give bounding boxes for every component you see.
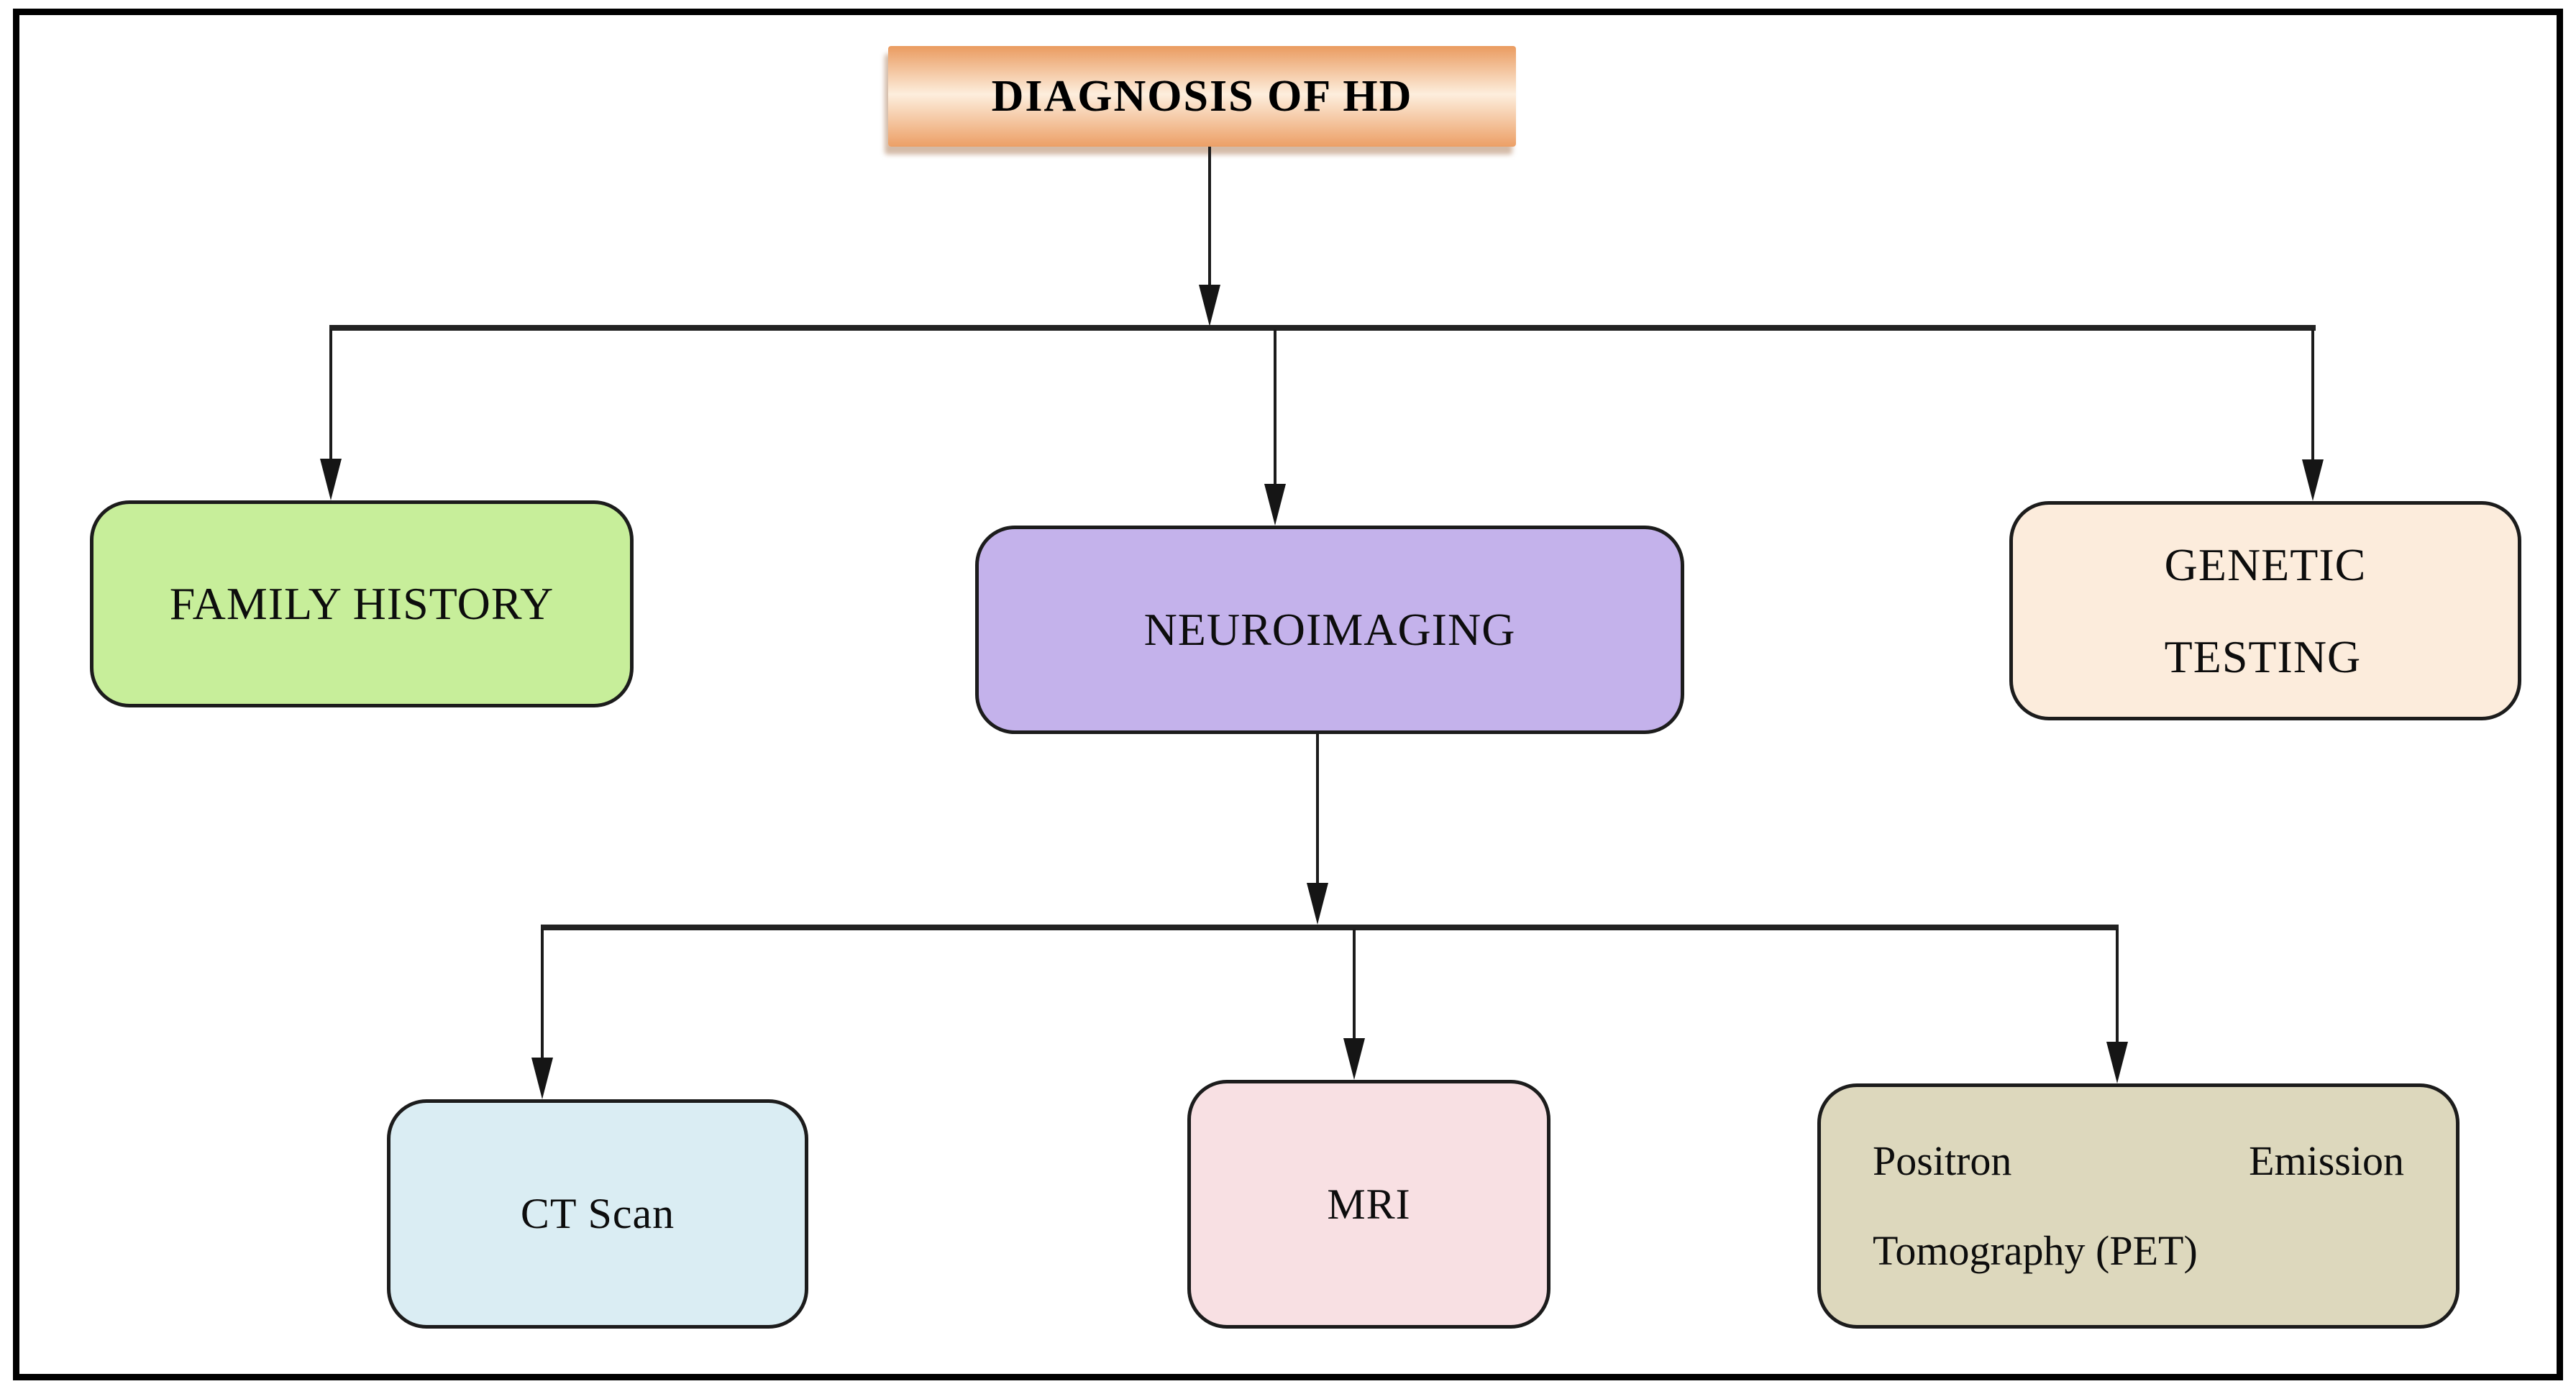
node-ct-scan: CT Scan xyxy=(387,1099,808,1329)
arrowhead-neuroimaging-icon xyxy=(1264,484,1286,526)
connector-to-mri xyxy=(1353,929,1356,1040)
node-neuroimaging: NEUROIMAGING xyxy=(975,526,1684,734)
connector-to-ct-scan xyxy=(541,929,544,1060)
connector-root-stem xyxy=(1208,147,1211,288)
node-mri: MRI xyxy=(1187,1080,1550,1329)
connector-to-family-history xyxy=(329,329,332,462)
genetic-testing-line2: TESTING xyxy=(2164,631,2362,682)
arrowhead-genetic-testing-icon xyxy=(2302,459,2324,501)
pet-label-line2: Tomography (PET) xyxy=(1873,1227,2198,1274)
node-family-history: FAMILY HISTORY xyxy=(90,500,634,707)
arrowhead-family-history-icon xyxy=(320,459,342,500)
arrowhead-root-to-hub-icon xyxy=(1199,285,1220,326)
genetic-testing-line1: GENETIC xyxy=(2164,538,2367,590)
node-neuroimaging-label: NEUROIMAGING xyxy=(1143,604,1516,655)
connector-neuroimaging-stem xyxy=(1316,734,1319,886)
node-pet: Positron Emission Tomography (PET) xyxy=(1817,1083,2459,1329)
pet-word-positron: Positron xyxy=(1873,1137,2012,1184)
node-genetic-testing: GENETIC TESTING xyxy=(2009,501,2521,720)
arrowhead-mri-icon xyxy=(1343,1038,1365,1080)
connector-to-neuroimaging xyxy=(1274,329,1276,486)
node-diagnosis-of-hd: DIAGNOSIS OF HD xyxy=(888,46,1516,147)
arrowhead-pet-icon xyxy=(2106,1042,2128,1083)
node-ct-scan-label: CT Scan xyxy=(520,1190,675,1237)
node-pet-label: Positron Emission Tomography (PET) xyxy=(1873,1117,2404,1296)
connector-to-genetic-testing xyxy=(2311,329,2314,462)
arrowhead-neuro-to-hub-icon xyxy=(1307,883,1328,925)
pet-label-line1: Positron Emission xyxy=(1873,1117,2404,1206)
node-diagnosis-of-hd-label: DIAGNOSIS OF HD xyxy=(991,71,1413,121)
arrowhead-ct-scan-icon xyxy=(531,1058,553,1099)
node-family-history-label: FAMILY HISTORY xyxy=(169,578,554,629)
connector-to-pet xyxy=(2116,929,2119,1044)
node-genetic-testing-label: GENETIC TESTING xyxy=(2165,519,2367,703)
node-mri-label: MRI xyxy=(1327,1180,1411,1228)
connector-level2-rail xyxy=(541,925,2119,930)
pet-word-emission: Emission xyxy=(2249,1137,2404,1184)
connector-level1-rail xyxy=(329,325,2316,331)
